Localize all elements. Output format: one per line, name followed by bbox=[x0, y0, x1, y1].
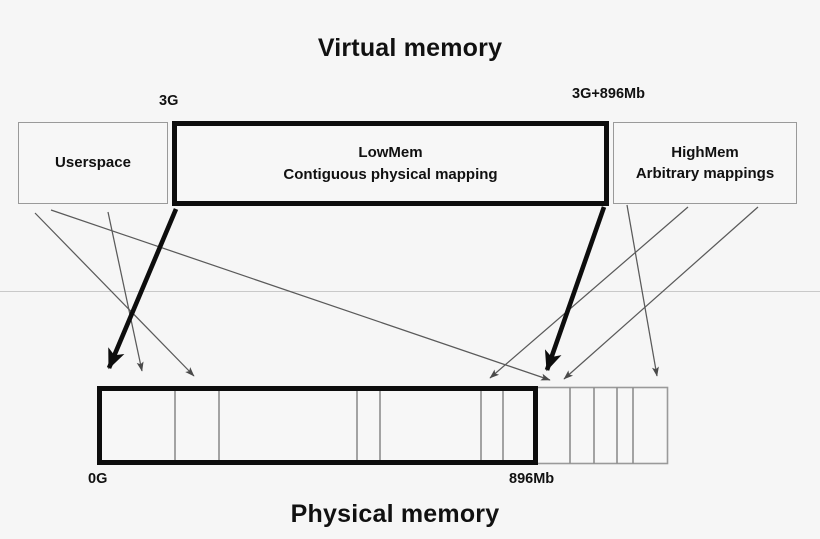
physical-highmem-dividers bbox=[569, 387, 634, 464]
physical-memory-title: Physical memory bbox=[290, 500, 500, 528]
virtual-box-lowmem: LowMem Contiguous physical mapping bbox=[172, 121, 609, 206]
address-label-3g-plus-896mb: 3G+896Mb bbox=[572, 86, 645, 102]
arrow-highmem-to-lowmem-inner bbox=[489, 206, 689, 379]
physical-lowmem-frame bbox=[97, 386, 538, 465]
arrow-lowmem-start bbox=[106, 208, 179, 370]
thick-mapping-arrows bbox=[106, 206, 607, 372]
virtual-box-highmem-line2: Arbitrary mappings bbox=[635, 165, 775, 182]
arrow-highmem-to-boundary bbox=[563, 206, 759, 380]
arrow-highmem-to-frame-a bbox=[626, 204, 659, 377]
physical-highmem-frame bbox=[535, 386, 669, 465]
virtual-box-highmem: HighMem Arbitrary mappings bbox=[613, 122, 797, 204]
virtual-box-highmem-line1: HighMem bbox=[671, 143, 739, 161]
address-label-896mb: 896Mb bbox=[509, 471, 555, 487]
arrow-userspace-to-frame-far bbox=[50, 209, 551, 381]
thin-mapping-arrows bbox=[34, 204, 759, 381]
virtual-box-lowmem-line2: Contiguous physical mapping bbox=[283, 165, 498, 183]
address-label-3g: 3G bbox=[159, 93, 179, 109]
arrow-userspace-to-frame-0 bbox=[107, 211, 144, 372]
physical-highmem-region bbox=[535, 386, 669, 465]
virtual-box-userspace: Userspace bbox=[18, 122, 168, 204]
physical-lowmem-region bbox=[97, 386, 538, 465]
virtual-box-lowmem-line1: LowMem bbox=[358, 144, 423, 162]
virtual-memory-title: Virtual memory bbox=[317, 34, 503, 62]
arrow-lowmem-end bbox=[544, 206, 607, 372]
physical-lowmem-dividers bbox=[174, 391, 504, 460]
address-label-0g: 0G bbox=[88, 471, 108, 487]
arrow-userspace-to-frame-1 bbox=[34, 212, 195, 377]
virtual-box-userspace-line1: Userspace bbox=[55, 154, 131, 172]
